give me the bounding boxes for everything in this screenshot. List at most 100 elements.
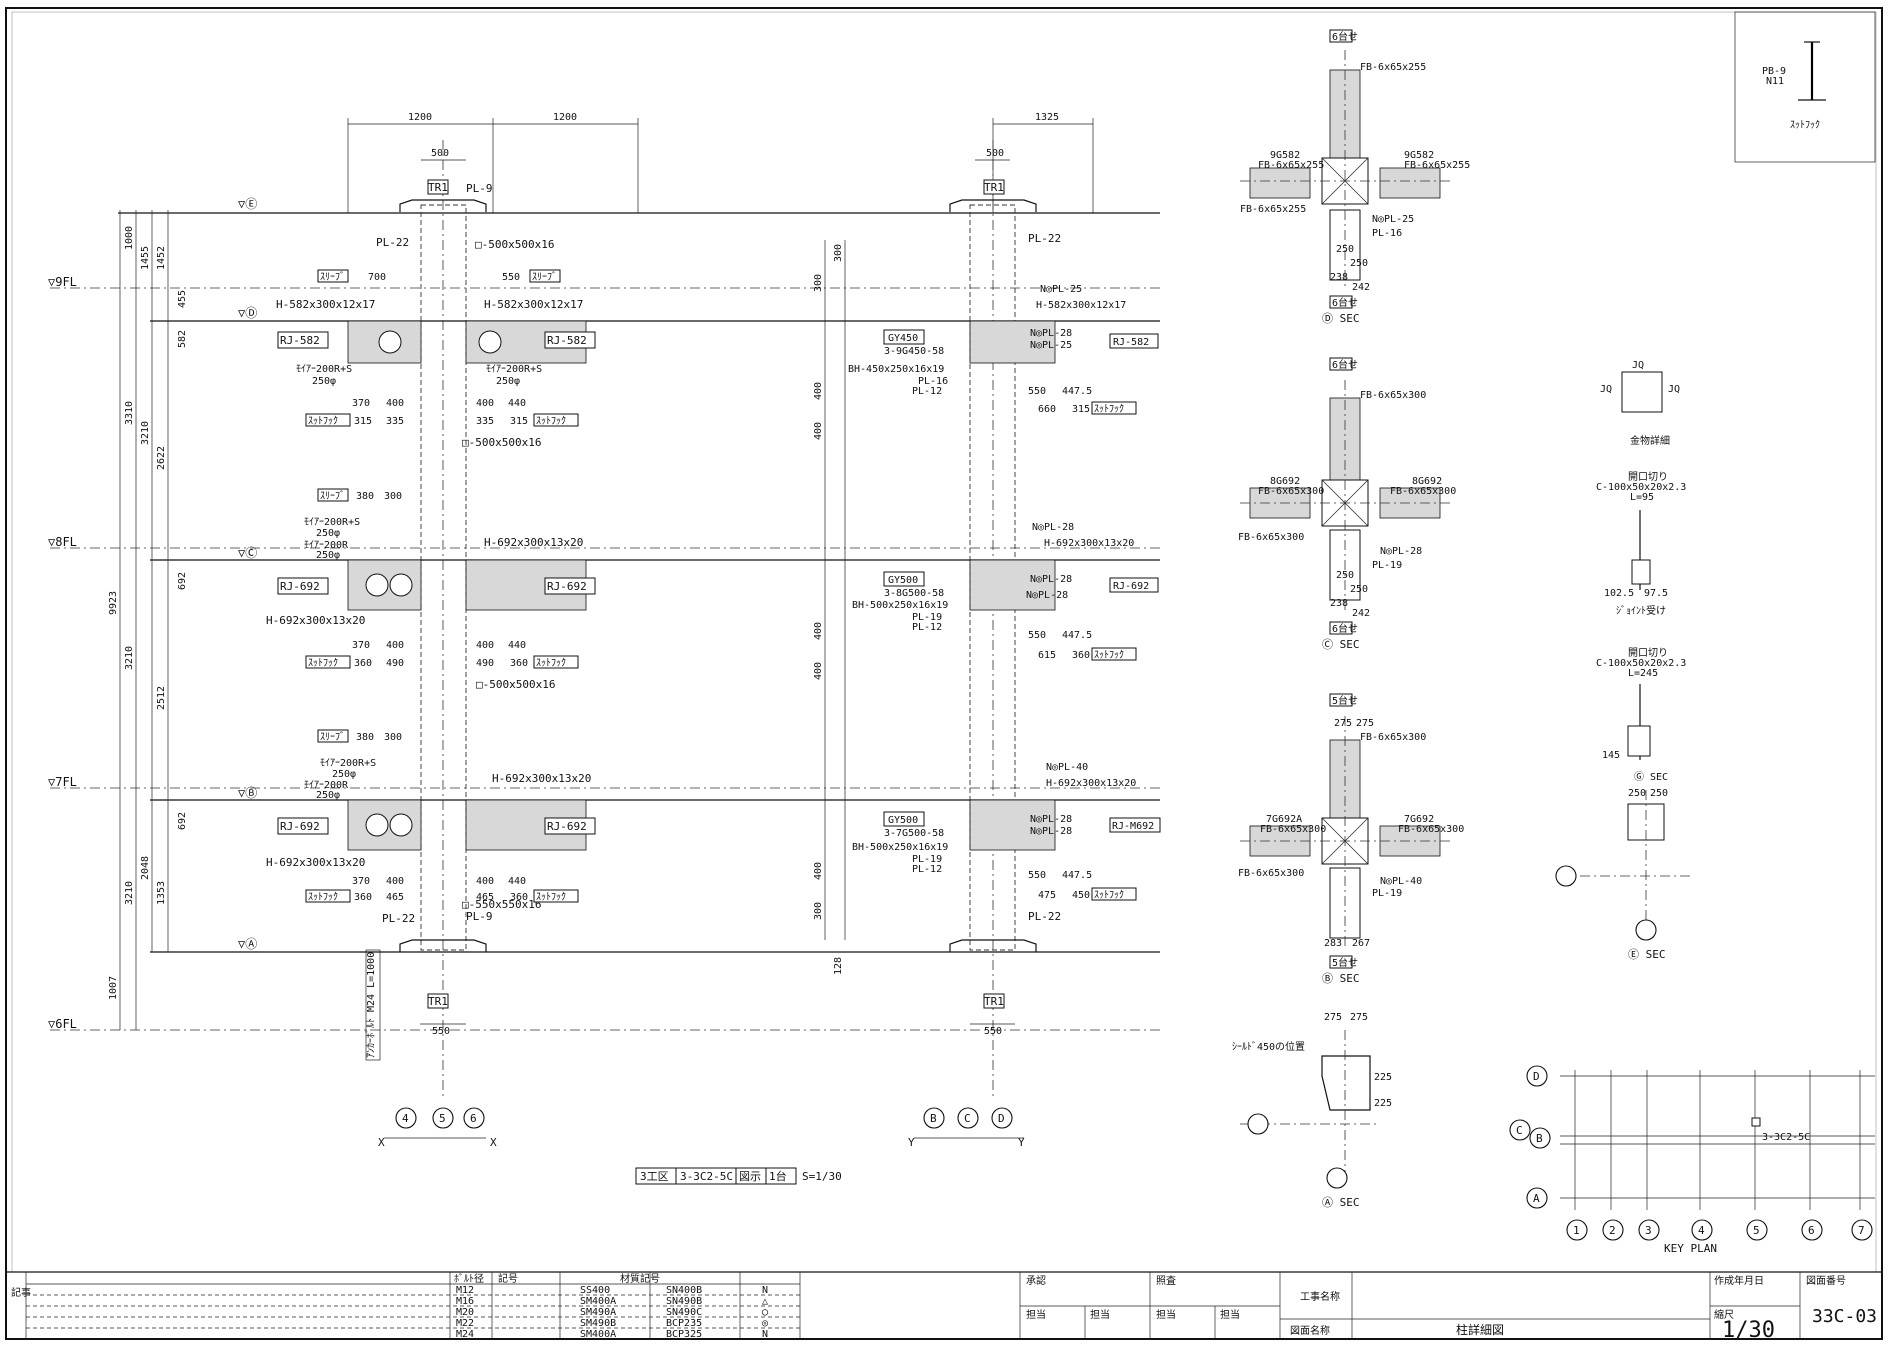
y-b-dim-3: 450 xyxy=(1072,890,1090,901)
c2-caption: Ⓖ SEC xyxy=(1634,771,1668,783)
grid-5: 5 xyxy=(439,1112,446,1125)
tb-person-2: 担当 xyxy=(1090,1308,1110,1321)
tb-mat2-2: SN490C xyxy=(666,1307,702,1318)
y-dim-7: 300 xyxy=(813,902,824,920)
beam-b-left-label: H-692x300x13x20 xyxy=(266,856,365,869)
jq-left: JQ xyxy=(1600,384,1612,395)
b-row2-1: 465 xyxy=(386,892,404,903)
rj-b-left: RJ-692 xyxy=(280,820,320,833)
axis-x-right: X xyxy=(490,1136,497,1149)
sec-b-note-5: PL-19 xyxy=(1372,888,1402,899)
sec-c-note-5: PL-19 xyxy=(1372,560,1402,571)
axis-y-right: Y xyxy=(1018,1136,1025,1149)
column-x xyxy=(420,204,467,951)
c-row2-2: 490 xyxy=(476,658,494,669)
y-d-dim-0: 550 xyxy=(1028,386,1046,397)
grid-6: 6 xyxy=(470,1112,477,1125)
sec-b: 5台せ 7G692A FB-6x65x300 FB-6x65x300 FB-6x… xyxy=(1238,693,1464,985)
dim-left-1000: 1000 xyxy=(124,226,135,250)
tb-mat2-3: BCP235 xyxy=(666,1318,702,1329)
d-stiff-left: ｽｯﾄﾌｯｸ xyxy=(308,415,338,427)
dim-left-1007: 1007 xyxy=(108,976,119,1000)
tb-hdr-bolt: ﾎﾞﾙﾄ径 xyxy=(454,1272,484,1285)
dim-455: 455 xyxy=(177,290,188,308)
y-dim-1: 300 xyxy=(813,274,824,292)
dim-left-9923: 9923 xyxy=(108,591,119,615)
y-beam-b xyxy=(969,799,1056,851)
key-col-7: 7 xyxy=(1858,1224,1865,1237)
grid-bubble-c-y xyxy=(957,1107,979,1129)
tb-project-label: 工事名称 xyxy=(1300,1290,1340,1303)
key-col-4: 4 xyxy=(1698,1224,1705,1237)
key-col-3: 3 xyxy=(1645,1224,1652,1237)
e-dim-0: 250 xyxy=(1628,788,1646,799)
tb-mat1-2: SM490A xyxy=(580,1307,616,1318)
beam-c-right-label: H-692x300x13x20 xyxy=(484,536,583,549)
sleeve-c-dim1: 380 xyxy=(356,491,374,502)
dim-left-3310: 3310 xyxy=(124,401,135,425)
level-b-x: ▽Ⓑ xyxy=(238,786,257,800)
tb-check: 照査 xyxy=(1156,1274,1176,1287)
y-tr-bottom: TR1 xyxy=(984,995,1004,1008)
tb-person-1: 担当 xyxy=(1026,1308,1046,1321)
y-pl-c-0: PL-19 xyxy=(912,612,942,623)
y-c-label-3: N◎PL-28 xyxy=(1026,590,1068,601)
tb-mat2-0: SN400B xyxy=(666,1285,702,1296)
level-8fl: ▽8FL xyxy=(48,535,77,549)
inner-border xyxy=(11,11,1877,1273)
c2-len: L=245 xyxy=(1628,668,1658,679)
sec-d-tag-top: 6台せ xyxy=(1332,30,1358,43)
d-row1-2: 400 xyxy=(476,398,494,409)
y-b-label-2: N◎PL-28 xyxy=(1030,814,1072,825)
y-c-label-0: N◎PL-28 xyxy=(1032,522,1074,533)
y-bolt-c: 3-8G500-58 xyxy=(884,588,944,599)
dim-left-1452: 1452 xyxy=(156,246,167,270)
d-row1-0: 370 xyxy=(352,398,370,409)
beam-d-right-label: H-582x300x12x17 xyxy=(484,298,583,311)
d-row2-0: 315 xyxy=(354,416,372,427)
tb-sym-2: ◯ xyxy=(762,1307,768,1318)
elevation-x: ▽Ⓔ ▽9FL ▽Ⓓ ▽8FL ▽Ⓒ ▽7FL ▽Ⓑ ▽Ⓐ ▽6FL 1000 … xyxy=(48,112,1160,1149)
c1-spec: C-100x50x20x2.3 xyxy=(1596,482,1686,493)
sec-b-tag-bottom: 5台せ xyxy=(1332,956,1358,969)
y-col-500: 500 xyxy=(986,148,1004,159)
sec-d-note-1: FB-6x65x255 xyxy=(1258,160,1324,171)
y-d-label-2: N◎PL-28 xyxy=(1030,328,1072,339)
c-stiff-right: ｽｯﾄﾌｯｸ xyxy=(536,657,566,669)
pl9-bottom-x: PL-9 xyxy=(466,910,493,923)
jq-caption: 金物詳細 xyxy=(1630,434,1670,447)
tb-bolt-0: M12 xyxy=(456,1285,474,1296)
level-7fl: ▽7FL xyxy=(48,775,77,789)
y-gy-b: GY500 xyxy=(888,815,918,826)
tb-number: 33C-03 xyxy=(1812,1306,1877,1327)
key-col-5: 5 xyxy=(1753,1224,1760,1237)
sec-c-note-3: FB-6x65x300 xyxy=(1390,486,1456,497)
c-row1-1: 400 xyxy=(386,640,404,651)
c-stiff-left: ｽｯﾄﾌｯｸ xyxy=(308,657,338,669)
y-c-dim-3: 360 xyxy=(1072,650,1090,661)
y-d-label-0: N◎PL-25 xyxy=(1040,284,1082,295)
y-pl-d-1: PL-12 xyxy=(912,386,942,397)
y-rj-c: RJ-692 xyxy=(1113,581,1149,592)
y-pl-b-0: PL-19 xyxy=(912,854,942,865)
dim-582: 582 xyxy=(177,330,188,348)
sleeve-c-dim2: 300 xyxy=(384,491,402,502)
tb-bolt-1: M16 xyxy=(456,1296,474,1307)
axis-x-left: X xyxy=(378,1136,385,1149)
tb-sym-1: △ xyxy=(762,1296,768,1307)
level-e-x: ▽Ⓔ xyxy=(238,197,257,211)
tb-drawing-name: 柱詳細図 xyxy=(1456,1322,1504,1337)
sec-a: 275 275 ｼｰﾙﾄﾞ450の位置 225 225 Ⓐ SEC xyxy=(1232,1012,1392,1209)
dim-692a: 692 xyxy=(177,572,188,590)
c2-spec: C-100x50x20x2.3 xyxy=(1596,658,1686,669)
tb-sym-0: N xyxy=(762,1285,768,1296)
sleeve-d-right: ｽﾘｰﾌﾞ xyxy=(532,271,557,283)
y-dim-4: 400 xyxy=(813,622,824,640)
dim-top-1200a: 1200 xyxy=(408,112,432,123)
tb-date-label: 作成年月日 xyxy=(1714,1274,1764,1287)
tb-mat2-4: BCP325 xyxy=(666,1329,702,1340)
level-d-x: ▽Ⓓ xyxy=(238,306,257,320)
sec-d-tag-bottom: 6台せ xyxy=(1332,296,1358,309)
dim-left-2512: 2512 xyxy=(156,686,167,710)
b-row1-1: 400 xyxy=(386,876,404,887)
